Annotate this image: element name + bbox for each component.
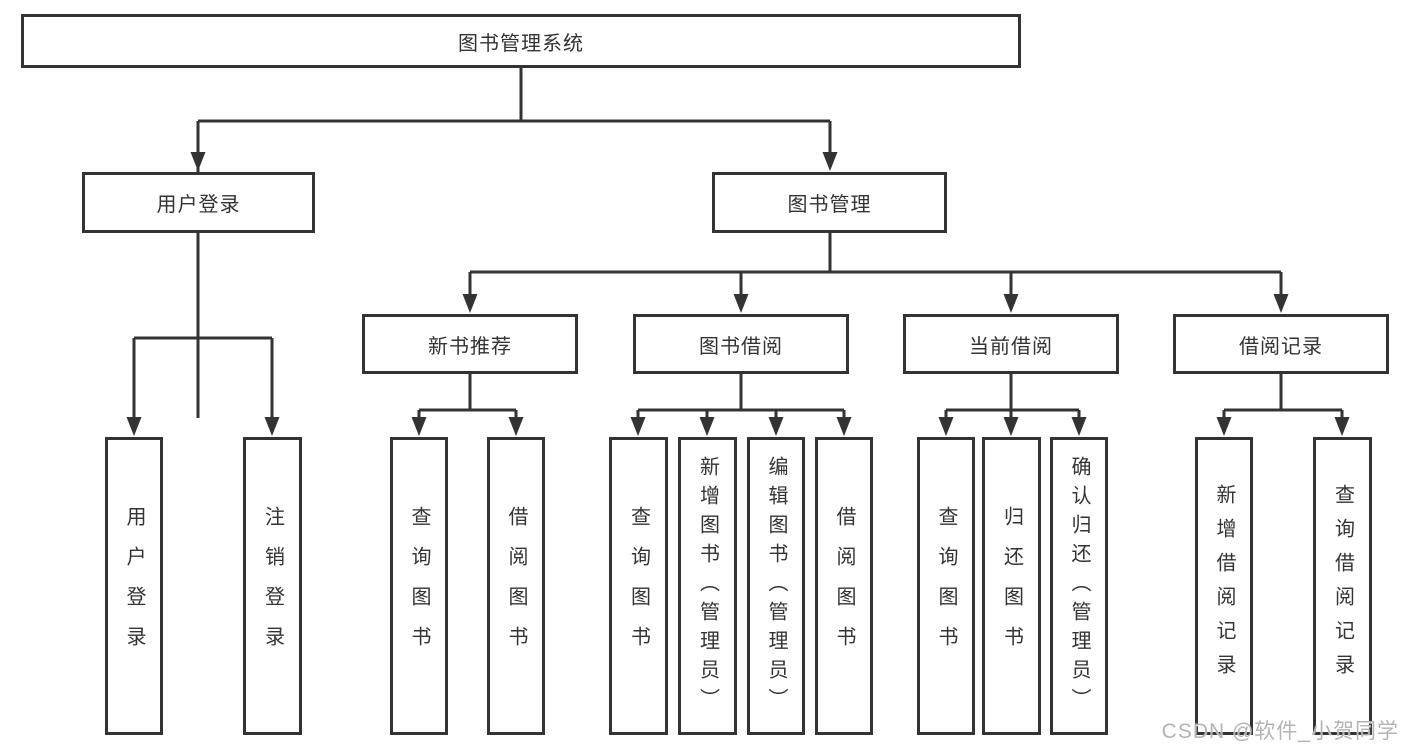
leaf-query-books-borrowing: 查询图书: [609, 437, 668, 735]
leaf-borrow-books-borrowing: 借阅图书: [815, 437, 873, 735]
node-label: 图书管理: [787, 194, 872, 216]
node-label: 当前借阅: [969, 335, 1053, 358]
leaf-user-login: 用户登录: [105, 437, 163, 735]
csdn-watermark: CSDN @软件_小贺同学: [1161, 720, 1399, 743]
node-label: 图书管理系统: [458, 32, 584, 55]
leaf-label: 注销登录: [261, 506, 284, 666]
leaf-borrow-books-recommend: 借阅图书: [487, 437, 545, 735]
leaf-query-borrow-record: 查询借阅记录: [1313, 437, 1372, 735]
leaf-label: 借阅图书: [505, 506, 527, 666]
leaf-query-books-current: 查询图书: [917, 437, 975, 735]
leaf-add-borrow-record: 新增借阅记录: [1195, 437, 1253, 735]
node-book-borrowing: 图书借阅: [633, 314, 849, 374]
leaf-return-books: 归还图书: [982, 437, 1041, 735]
leaf-confirm-return-admin: 确认归还（管理员）: [1050, 437, 1108, 735]
node-label: 新书推荐: [428, 335, 512, 358]
node-book-management-branch: 图书管理: [712, 172, 947, 233]
node-label: 图书借阅: [699, 335, 783, 358]
leaf-label: 查询图书: [408, 506, 430, 666]
leaf-label: 查询图书: [627, 506, 650, 666]
leaf-add-books-admin: 新增图书（管理员）: [678, 437, 737, 735]
leaf-label: 用户登录: [123, 506, 145, 666]
node-borrow-records: 借阅记录: [1173, 314, 1389, 374]
leaf-label: 新增借阅记录: [1213, 484, 1235, 688]
leaf-label: 编辑图书（管理员）: [765, 455, 787, 717]
node-library-management-system: 图书管理系统: [21, 14, 1021, 68]
leaf-label: 新增图书（管理员）: [696, 455, 719, 717]
leaf-query-books-recommend: 查询图书: [390, 437, 448, 735]
leaf-label: 查询图书: [935, 506, 957, 666]
leaf-label: 借阅图书: [833, 506, 855, 666]
node-user-login-branch: 用户登录: [82, 172, 315, 233]
node-label: 借阅记录: [1239, 335, 1323, 358]
leaf-label: 查询借阅记录: [1331, 484, 1354, 688]
leaf-label: 归还图书: [1000, 506, 1023, 666]
node-label: 用户登录: [156, 194, 241, 216]
node-new-book-recommend: 新书推荐: [362, 314, 578, 374]
leaf-label: 确认归还（管理员）: [1068, 455, 1090, 717]
leaf-edit-books-admin: 编辑图书（管理员）: [747, 437, 805, 735]
leaf-logout: 注销登录: [243, 437, 302, 735]
node-current-borrowing: 当前借阅: [903, 314, 1119, 374]
